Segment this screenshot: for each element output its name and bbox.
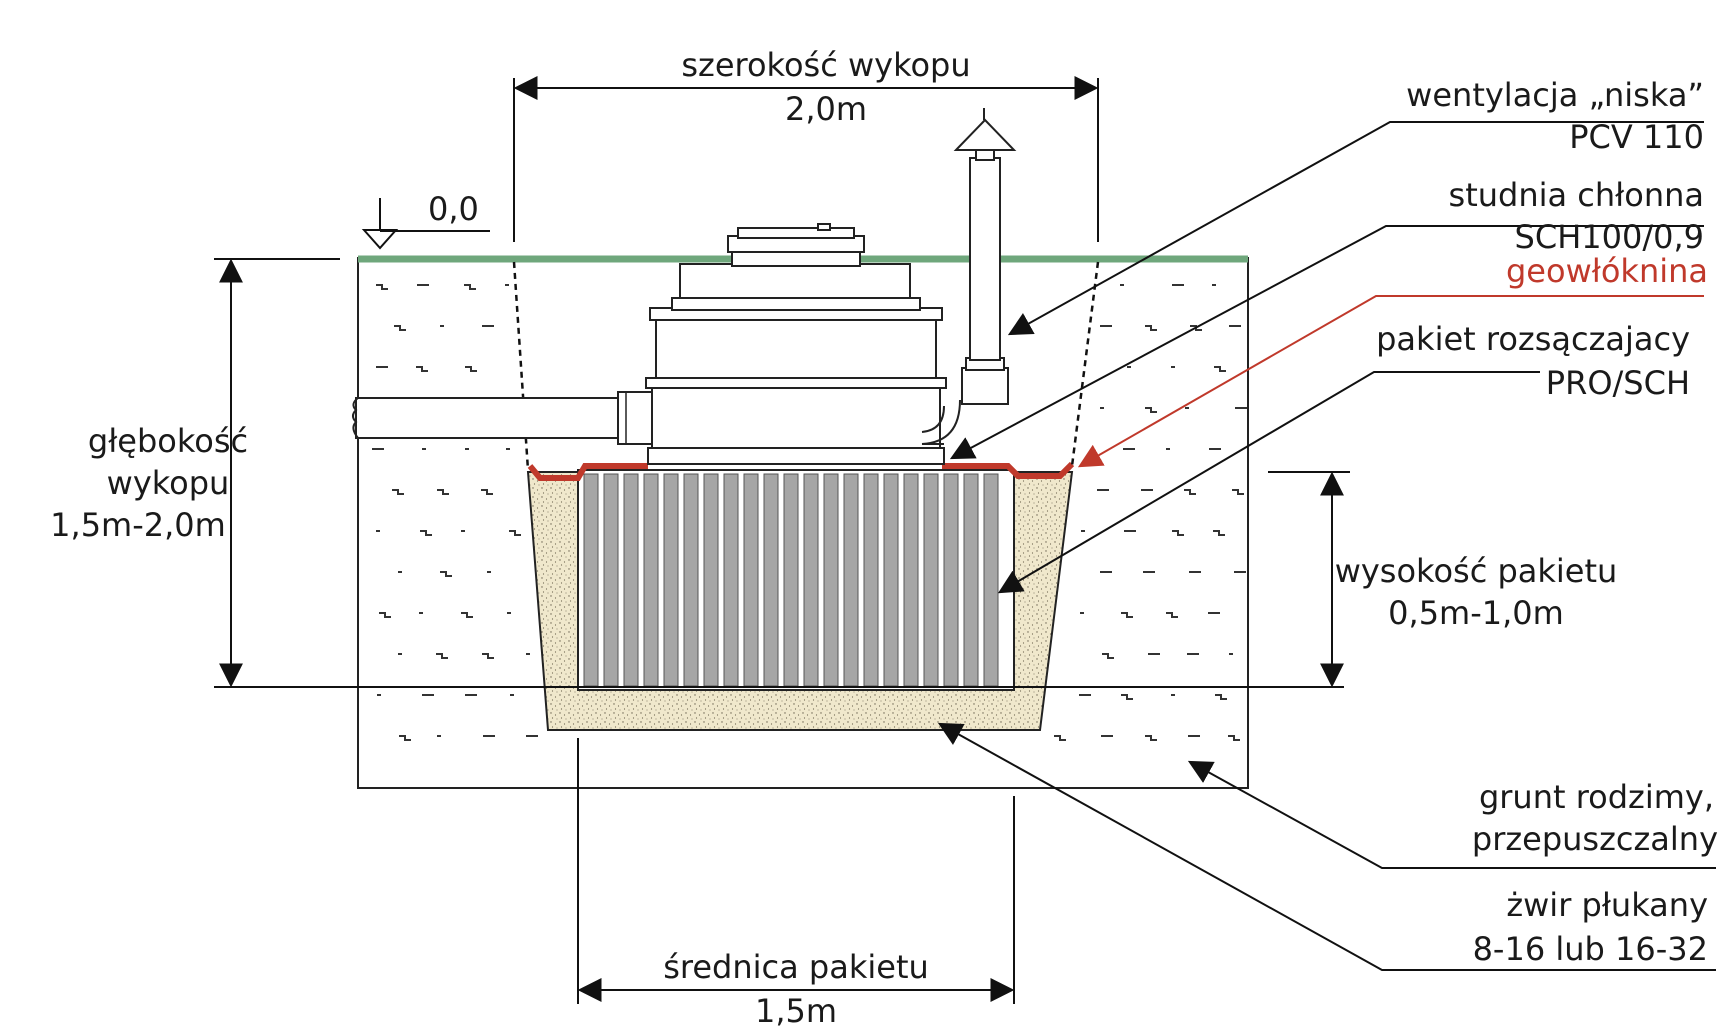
soil-label-line1: grunt rodzimy,: [1479, 778, 1714, 816]
package-slat: [603, 473, 619, 687]
vent-leader: [1007, 121, 1704, 336]
trench-depth-value: 1,5m-2,0m: [50, 506, 226, 544]
gravel-leader: [937, 722, 1716, 971]
package-slat: [783, 473, 799, 687]
soil-mark: [376, 284, 388, 290]
soil-mark: [1214, 366, 1226, 372]
soil-mark: [1145, 325, 1157, 331]
leader-lines: [937, 121, 1716, 971]
package-leader: [997, 371, 1540, 594]
soil-mark: [436, 653, 448, 659]
soil-mark: [1228, 735, 1240, 741]
package-slat: [583, 473, 599, 687]
package-diameter-label: średnica pakietu: [663, 948, 929, 986]
vent-label-line1: wentylacja „niska”: [1406, 76, 1704, 114]
soil-mark: [1215, 694, 1227, 700]
trench-depth-dimension: głębokość wykopu 1,5m-2,0m: [50, 258, 1344, 688]
geotextile-label: geowłóknina: [1506, 252, 1708, 290]
gravel-label-line2: 8-16 lub 16-32: [1473, 930, 1708, 968]
soil-leader: [1187, 760, 1716, 869]
soil-mark: [392, 489, 404, 495]
soil-mark: [465, 366, 477, 372]
package-height-label: wysokość pakietu: [1335, 552, 1618, 590]
package-diameter-dimension: średnica pakietu 1,5m: [577, 738, 1015, 1028]
package-slat: [763, 473, 779, 687]
package-slat: [903, 473, 919, 687]
soil-mark: [1121, 694, 1133, 700]
package-slat: [923, 473, 939, 687]
package-slat: [983, 473, 999, 687]
inlet-pipe: [352, 391, 655, 445]
soil-mark: [394, 325, 406, 331]
vent-label-line2: PCV 110: [1569, 118, 1704, 156]
trench-depth-line2: wykopu: [107, 464, 230, 502]
soil-mark: [420, 530, 432, 536]
package-height-dimension: wysokość pakietu 0,5m-1,0m: [1268, 471, 1618, 688]
soil-label-line2: przepuszczalny: [1472, 820, 1718, 858]
package-slat: [623, 473, 639, 687]
soil-mark: [1145, 735, 1157, 741]
trench-width-dimension: szerokość wykopu 2,0m: [513, 46, 1099, 242]
package-slats: [583, 473, 999, 687]
package-slat: [883, 473, 899, 687]
soil-texture-marks: [372, 284, 1247, 741]
package-slat: [703, 473, 719, 687]
soil-mark: [482, 653, 494, 659]
soil-mark: [1166, 612, 1178, 618]
well-label-line1: studnia chłonna: [1449, 176, 1704, 214]
package-slat: [803, 473, 819, 687]
package-slat: [963, 473, 979, 687]
well-leader: [949, 225, 1704, 460]
vent-pipe: [921, 108, 1017, 445]
soil-mark: [1232, 489, 1244, 495]
package-height-value: 0,5m-1,0m: [1388, 594, 1564, 632]
absorbing-well: [645, 223, 947, 465]
soil-mark: [1102, 653, 1114, 659]
soil-mark: [1213, 530, 1225, 536]
geotextile-layer: [527, 461, 1075, 481]
drainage-package: [577, 469, 1015, 691]
package-label-line1: pakiet rozsączajacy: [1376, 320, 1690, 358]
soil-mark: [399, 735, 411, 741]
trench-depth-line1: głębokość: [88, 422, 248, 460]
trench-width-value: 2,0m: [785, 90, 867, 128]
gravel-label-line1: żwir płukany: [1506, 886, 1708, 924]
package-slat: [723, 473, 739, 687]
package-slat: [683, 473, 699, 687]
well-label-line2: SCH100/0,9: [1515, 218, 1704, 256]
package-slat: [823, 473, 839, 687]
package-slat: [663, 473, 679, 687]
package-label-line2: PRO/SCH: [1546, 364, 1690, 402]
package-slat: [743, 473, 759, 687]
package-slat: [863, 473, 879, 687]
soil-mark: [509, 530, 521, 536]
trench-width-label: szerokość wykopu: [681, 46, 970, 84]
package-slat: [943, 473, 959, 687]
soil-mark: [379, 612, 391, 618]
trench-wall-right: [1070, 261, 1100, 467]
soil-mark: [1121, 612, 1133, 618]
soil-mark: [416, 366, 428, 372]
callout-labels: wentylacja „niska” PCV 110 studnia chłon…: [1376, 76, 1718, 968]
ground-level-label: 0,0: [428, 190, 479, 228]
soil-mark: [1145, 407, 1157, 413]
package-diameter-value: 1,5m: [755, 992, 837, 1028]
soil-mark: [461, 612, 473, 618]
geotextile-leader: [1077, 295, 1704, 468]
soil-mark: [464, 284, 476, 290]
soil-mark: [1172, 530, 1184, 536]
ground-level-marker: 0,0: [361, 190, 490, 250]
soil-mark: [437, 489, 449, 495]
package-slat: [843, 473, 859, 687]
package-slat: [643, 473, 659, 687]
soil-mark: [481, 489, 493, 495]
soil-mark: [1184, 489, 1196, 495]
trench-wall-left: [512, 261, 530, 471]
soil-mark: [1054, 735, 1066, 741]
soil-mark: [440, 571, 452, 577]
